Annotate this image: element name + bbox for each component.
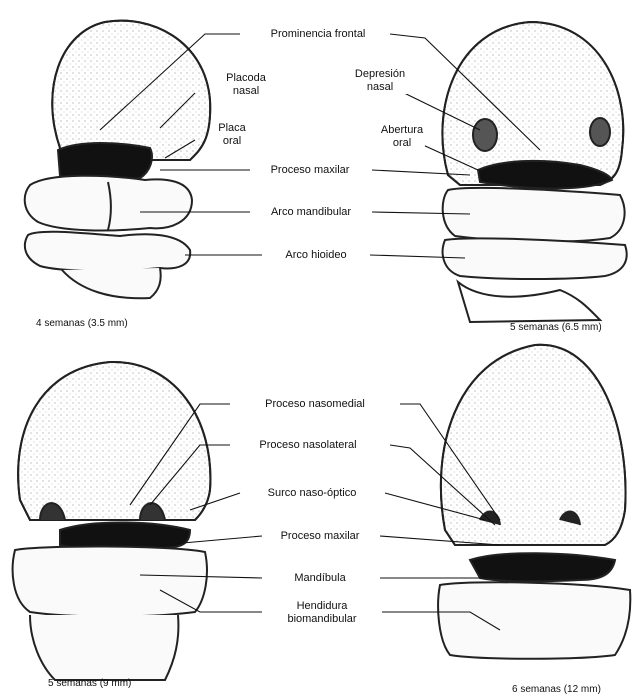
label-proceso-maxilar-bottom: Proceso maxilar xyxy=(279,530,362,543)
label-surco-naso-optico: Surco naso-óptico xyxy=(266,487,359,500)
label-arco-mandibular: Arco mandibular xyxy=(269,206,353,219)
label-abertura-oral: Abertura oral xyxy=(379,124,425,150)
embryo-5-weeks-b xyxy=(13,362,211,680)
caption-4-weeks: 4 semanas (3.5 mm) xyxy=(36,318,128,329)
caption-5-weeks-b: 5 semanas (9 mm) xyxy=(48,678,131,689)
label-placa-oral: Placa oral xyxy=(216,122,248,148)
label-proceso-maxilar-top: Proceso maxilar xyxy=(269,164,352,177)
label-proceso-nasolateral: Proceso nasolateral xyxy=(257,439,358,452)
label-depresion-nasal: Depresión nasal xyxy=(353,68,407,94)
label-hendidura-biomandibular: Hendidura biomandibular xyxy=(285,600,358,626)
label-prominencia-frontal: Prominencia frontal xyxy=(269,28,368,41)
label-proceso-nasomedial: Proceso nasomedial xyxy=(263,398,367,411)
label-arco-hioideo: Arco hioideo xyxy=(283,249,348,262)
embryo-4-weeks xyxy=(25,21,210,299)
label-mandibula: Mandíbula xyxy=(292,572,347,585)
caption-5-weeks-a: 5 semanas (6.5 mm) xyxy=(510,322,602,333)
caption-6-weeks: 6 semanas (12 mm) xyxy=(512,684,601,695)
label-placoda-nasal: Placoda nasal xyxy=(224,72,268,98)
embryo-5-weeks-a xyxy=(442,22,626,322)
